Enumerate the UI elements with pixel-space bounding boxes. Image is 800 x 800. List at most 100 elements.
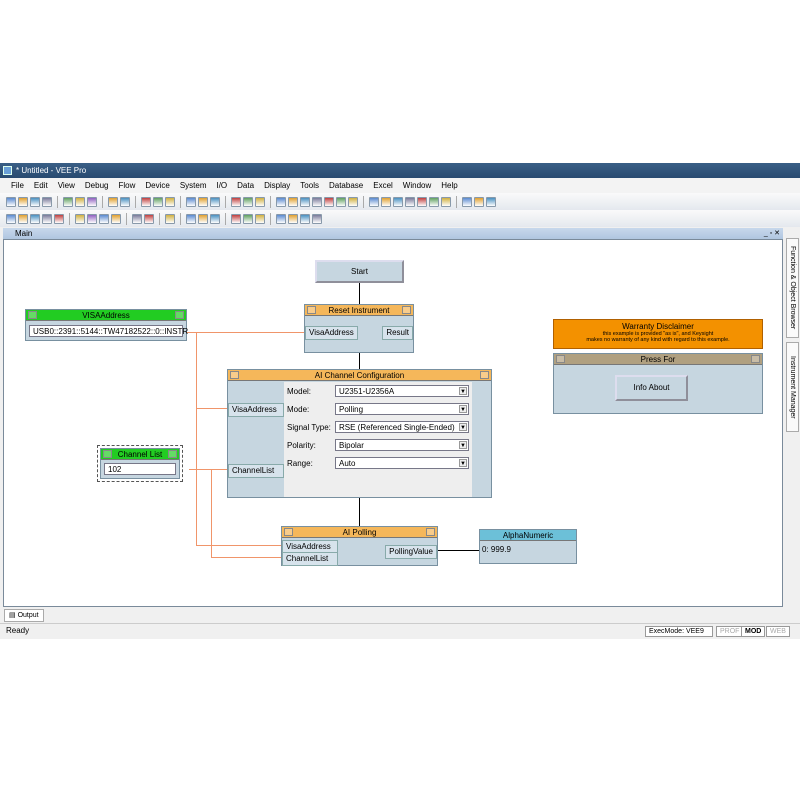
menu-file[interactable]: File bbox=[11, 181, 24, 190]
stop-icon[interactable] bbox=[144, 213, 154, 224]
tab-output[interactable]: ▤ Output bbox=[4, 609, 44, 622]
trace-icon[interactable] bbox=[312, 213, 322, 224]
reset-instrument-object[interactable]: Reset Instrument VisaAddress Result bbox=[304, 304, 414, 353]
workspace-canvas[interactable]: Start Reset Instrument VisaAddress Resul… bbox=[3, 239, 783, 607]
menu-debug[interactable]: Debug bbox=[84, 181, 109, 190]
paste-icon[interactable] bbox=[87, 196, 97, 207]
ai-channel-configuration-object[interactable]: AI Channel Configuration Model: U2351-U2… bbox=[227, 369, 492, 498]
chart-icon[interactable] bbox=[441, 196, 451, 207]
call-icon[interactable] bbox=[132, 213, 142, 224]
menu-help[interactable]: Help bbox=[441, 181, 458, 190]
minimize-icon[interactable] bbox=[28, 311, 37, 319]
object-menu-icon[interactable] bbox=[175, 311, 184, 319]
chevron-down-icon[interactable]: ▼ bbox=[459, 387, 467, 395]
home-icon[interactable] bbox=[165, 196, 175, 207]
tab-instrument-manager[interactable]: Instrument Manager bbox=[786, 342, 799, 432]
input-pin-visaaddress[interactable]: VisaAddress bbox=[228, 403, 284, 417]
minimize-icon[interactable] bbox=[556, 355, 565, 363]
replace-icon[interactable] bbox=[210, 196, 220, 207]
cut-icon[interactable] bbox=[63, 196, 73, 207]
xy-plot2-icon[interactable] bbox=[99, 213, 109, 224]
display-icon[interactable] bbox=[300, 196, 310, 207]
menu-display[interactable]: Display bbox=[264, 181, 291, 190]
settings-icon[interactable] bbox=[153, 196, 163, 207]
object3-icon[interactable] bbox=[42, 213, 52, 224]
waveform-icon[interactable] bbox=[111, 213, 121, 224]
menu-device[interactable]: Device bbox=[145, 181, 170, 190]
hand-icon[interactable] bbox=[276, 213, 286, 224]
object-menu-icon[interactable] bbox=[751, 355, 760, 363]
align-left-icon[interactable] bbox=[369, 196, 379, 207]
object-menu-icon[interactable] bbox=[426, 528, 435, 536]
output-pin-result[interactable]: Result bbox=[382, 326, 413, 340]
menu-system[interactable]: System bbox=[179, 181, 207, 190]
panel-icon[interactable] bbox=[276, 196, 286, 207]
spacing-icon[interactable] bbox=[417, 196, 427, 207]
properties-icon[interactable] bbox=[231, 196, 241, 207]
minimize-icon[interactable] bbox=[307, 306, 316, 314]
gear-icon[interactable] bbox=[312, 196, 322, 207]
ai-polling-object[interactable]: AI Polling VisaAddress ChannelList Polli… bbox=[281, 526, 438, 566]
object4-icon[interactable] bbox=[54, 213, 64, 224]
object1-icon[interactable] bbox=[18, 213, 28, 224]
redo-icon[interactable] bbox=[120, 196, 130, 207]
input-pin-channellist[interactable]: ChannelList bbox=[228, 464, 284, 478]
align-right-icon[interactable] bbox=[393, 196, 403, 207]
menu-edit[interactable]: Edit bbox=[33, 181, 48, 190]
visa-address-object[interactable]: VISAAddress USB0::2391::5144::TW47182522… bbox=[25, 309, 188, 341]
globe-icon[interactable] bbox=[462, 196, 472, 207]
polarity-select[interactable]: Bipolar▼ bbox=[335, 439, 469, 451]
formula-icon[interactable] bbox=[255, 196, 265, 207]
grid-icon[interactable] bbox=[429, 196, 439, 207]
save-icon[interactable] bbox=[30, 196, 40, 207]
open-icon[interactable] bbox=[18, 196, 28, 207]
wizard-icon[interactable] bbox=[288, 196, 298, 207]
stop-run-icon[interactable] bbox=[210, 213, 220, 224]
tab-function-object-browser[interactable]: Function & Object Browser bbox=[786, 238, 799, 338]
instrument-icon[interactable] bbox=[141, 196, 151, 207]
breakpoint-icon[interactable] bbox=[288, 213, 298, 224]
alphanumeric-object[interactable]: AlphaNumeric 0: 999.9 bbox=[479, 529, 577, 564]
pause-icon[interactable] bbox=[198, 213, 208, 224]
check-icon[interactable] bbox=[336, 196, 346, 207]
chevron-down-icon[interactable]: ▼ bbox=[459, 423, 467, 431]
channel-list-field[interactable]: 102 bbox=[104, 463, 176, 475]
probe-icon[interactable] bbox=[300, 213, 310, 224]
new-icon[interactable] bbox=[6, 196, 16, 207]
window-controls[interactable]: _ ▫ ✕ bbox=[763, 230, 780, 237]
xy-plot-icon[interactable] bbox=[87, 213, 97, 224]
copy-icon[interactable] bbox=[75, 196, 85, 207]
output-pin-pollingvalue[interactable]: PollingValue bbox=[385, 545, 437, 559]
minimize-icon[interactable] bbox=[103, 450, 112, 458]
press-for-object[interactable]: Press For Info About bbox=[553, 353, 763, 414]
record-icon[interactable] bbox=[324, 196, 334, 207]
menu-excel[interactable]: Excel bbox=[373, 181, 393, 190]
signal-type-select[interactable]: RSE (Referenced Single-Ended)▼ bbox=[335, 421, 469, 433]
distribute-icon[interactable] bbox=[405, 196, 415, 207]
menu-io[interactable]: I/O bbox=[216, 181, 228, 190]
print-icon[interactable] bbox=[42, 196, 52, 207]
input-pin-channellist[interactable]: ChannelList bbox=[282, 552, 338, 566]
zoom-icon[interactable] bbox=[186, 196, 196, 207]
menu-tools[interactable]: Tools bbox=[300, 181, 319, 190]
model-select[interactable]: U2351-U2356A▼ bbox=[335, 385, 469, 397]
menu-flow[interactable]: Flow bbox=[118, 181, 136, 190]
object-menu-icon[interactable] bbox=[402, 306, 411, 314]
object2-icon[interactable] bbox=[30, 213, 40, 224]
window-icon[interactable] bbox=[75, 213, 85, 224]
mode-select[interactable]: Polling▼ bbox=[335, 403, 469, 415]
chevron-down-icon[interactable]: ▼ bbox=[459, 441, 467, 449]
visa-address-field[interactable]: USB0::2391::5144::TW47182522::0::INSTR bbox=[29, 325, 188, 337]
range-select[interactable]: Auto▼ bbox=[335, 457, 469, 469]
channel-list-object[interactable]: Channel List 102 bbox=[97, 445, 183, 482]
input-pin-visaaddress[interactable]: VisaAddress bbox=[305, 326, 358, 340]
step-out-icon[interactable] bbox=[255, 213, 265, 224]
menu-data[interactable]: Data bbox=[237, 181, 255, 190]
network-icon[interactable] bbox=[486, 196, 496, 207]
add-icon[interactable] bbox=[165, 213, 175, 224]
object-menu-icon[interactable] bbox=[480, 371, 489, 379]
run-icon[interactable] bbox=[186, 213, 196, 224]
find-icon[interactable] bbox=[198, 196, 208, 207]
menu-database[interactable]: Database bbox=[328, 181, 364, 190]
step-over-icon[interactable] bbox=[243, 213, 253, 224]
